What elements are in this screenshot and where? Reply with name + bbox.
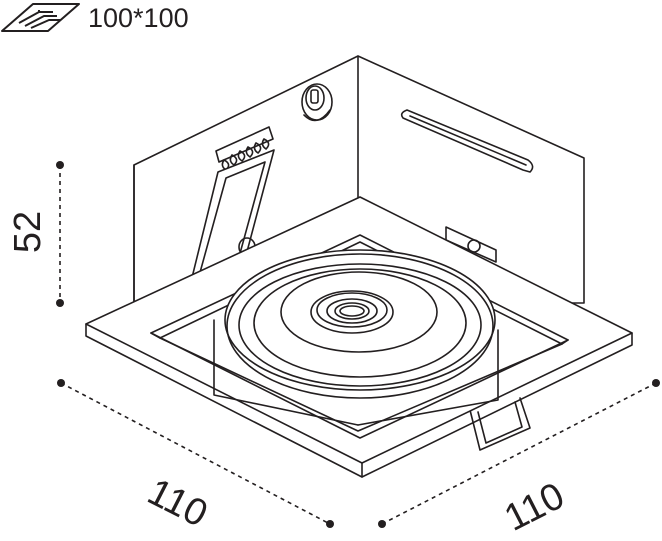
dimension-lines — [59, 165, 657, 525]
height-dimension-label: 52 — [7, 211, 49, 253]
cutout-size-label: 100*100 — [88, 3, 189, 33]
width-right-dimension-label: 110 — [498, 475, 571, 540]
spring-clip-right — [469, 397, 531, 451]
width-left-dimension-label: 110 — [141, 471, 214, 536]
housing-slot — [400, 109, 534, 173]
side-bracket — [445, 226, 497, 263]
downlight-housing — [85, 55, 633, 478]
lens-assembly — [224, 249, 496, 399]
adjustment-screw — [301, 83, 333, 122]
dimension-endpoints — [56, 161, 660, 528]
width-right-dimension-line — [381, 382, 657, 525]
cutout-hole-icon — [1, 3, 80, 32]
width-left-dimension-line — [60, 382, 331, 525]
